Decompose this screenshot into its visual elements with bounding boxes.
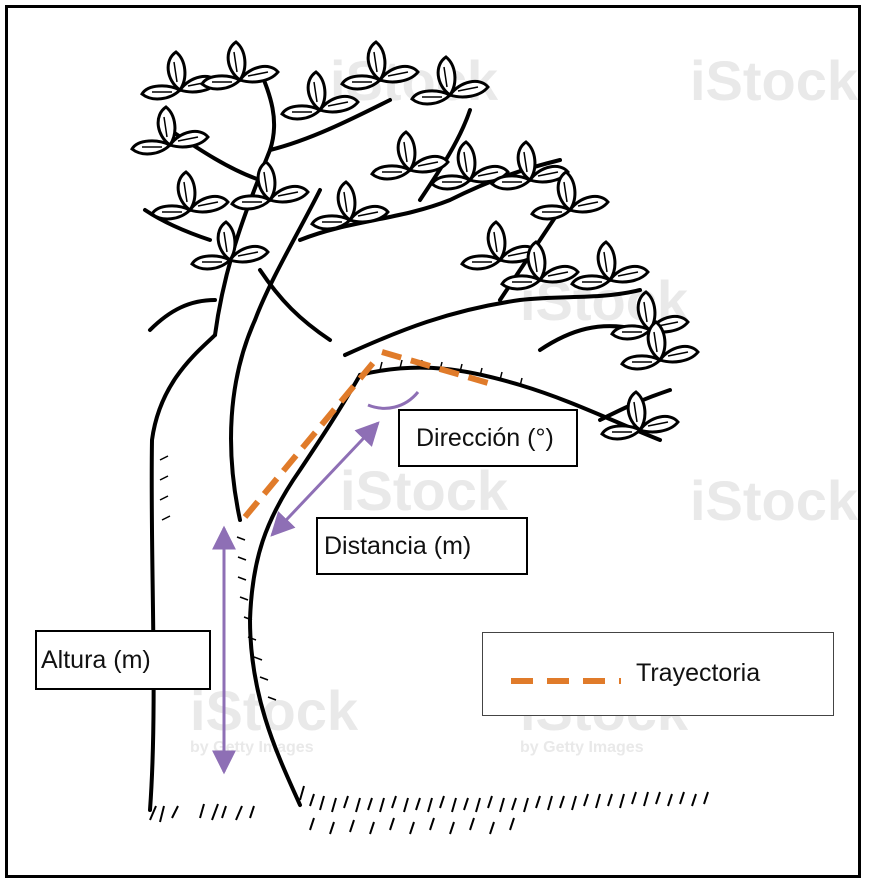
legend-trajectory-label: Trayectoria [636, 659, 760, 688]
legend-box: Trayectoria [482, 632, 834, 716]
height-label: Altura (m) [35, 630, 211, 690]
direction-angle-arc [368, 392, 418, 408]
legend-trajectory-swatch [511, 678, 621, 684]
watermark-text: iStock [340, 459, 509, 522]
watermark-text: iStock [690, 49, 859, 112]
grass [150, 786, 708, 834]
leaf-clusters [132, 42, 698, 439]
watermark-sub-text: by Getty Images [190, 739, 314, 756]
watermark-text: iStock [690, 469, 859, 532]
direction-label: Dirección (°) [398, 409, 578, 467]
distance-label: Distancia (m) [316, 517, 528, 575]
watermark-sub-text: by Getty Images [520, 739, 644, 756]
watermark-text: iStock [190, 679, 359, 742]
